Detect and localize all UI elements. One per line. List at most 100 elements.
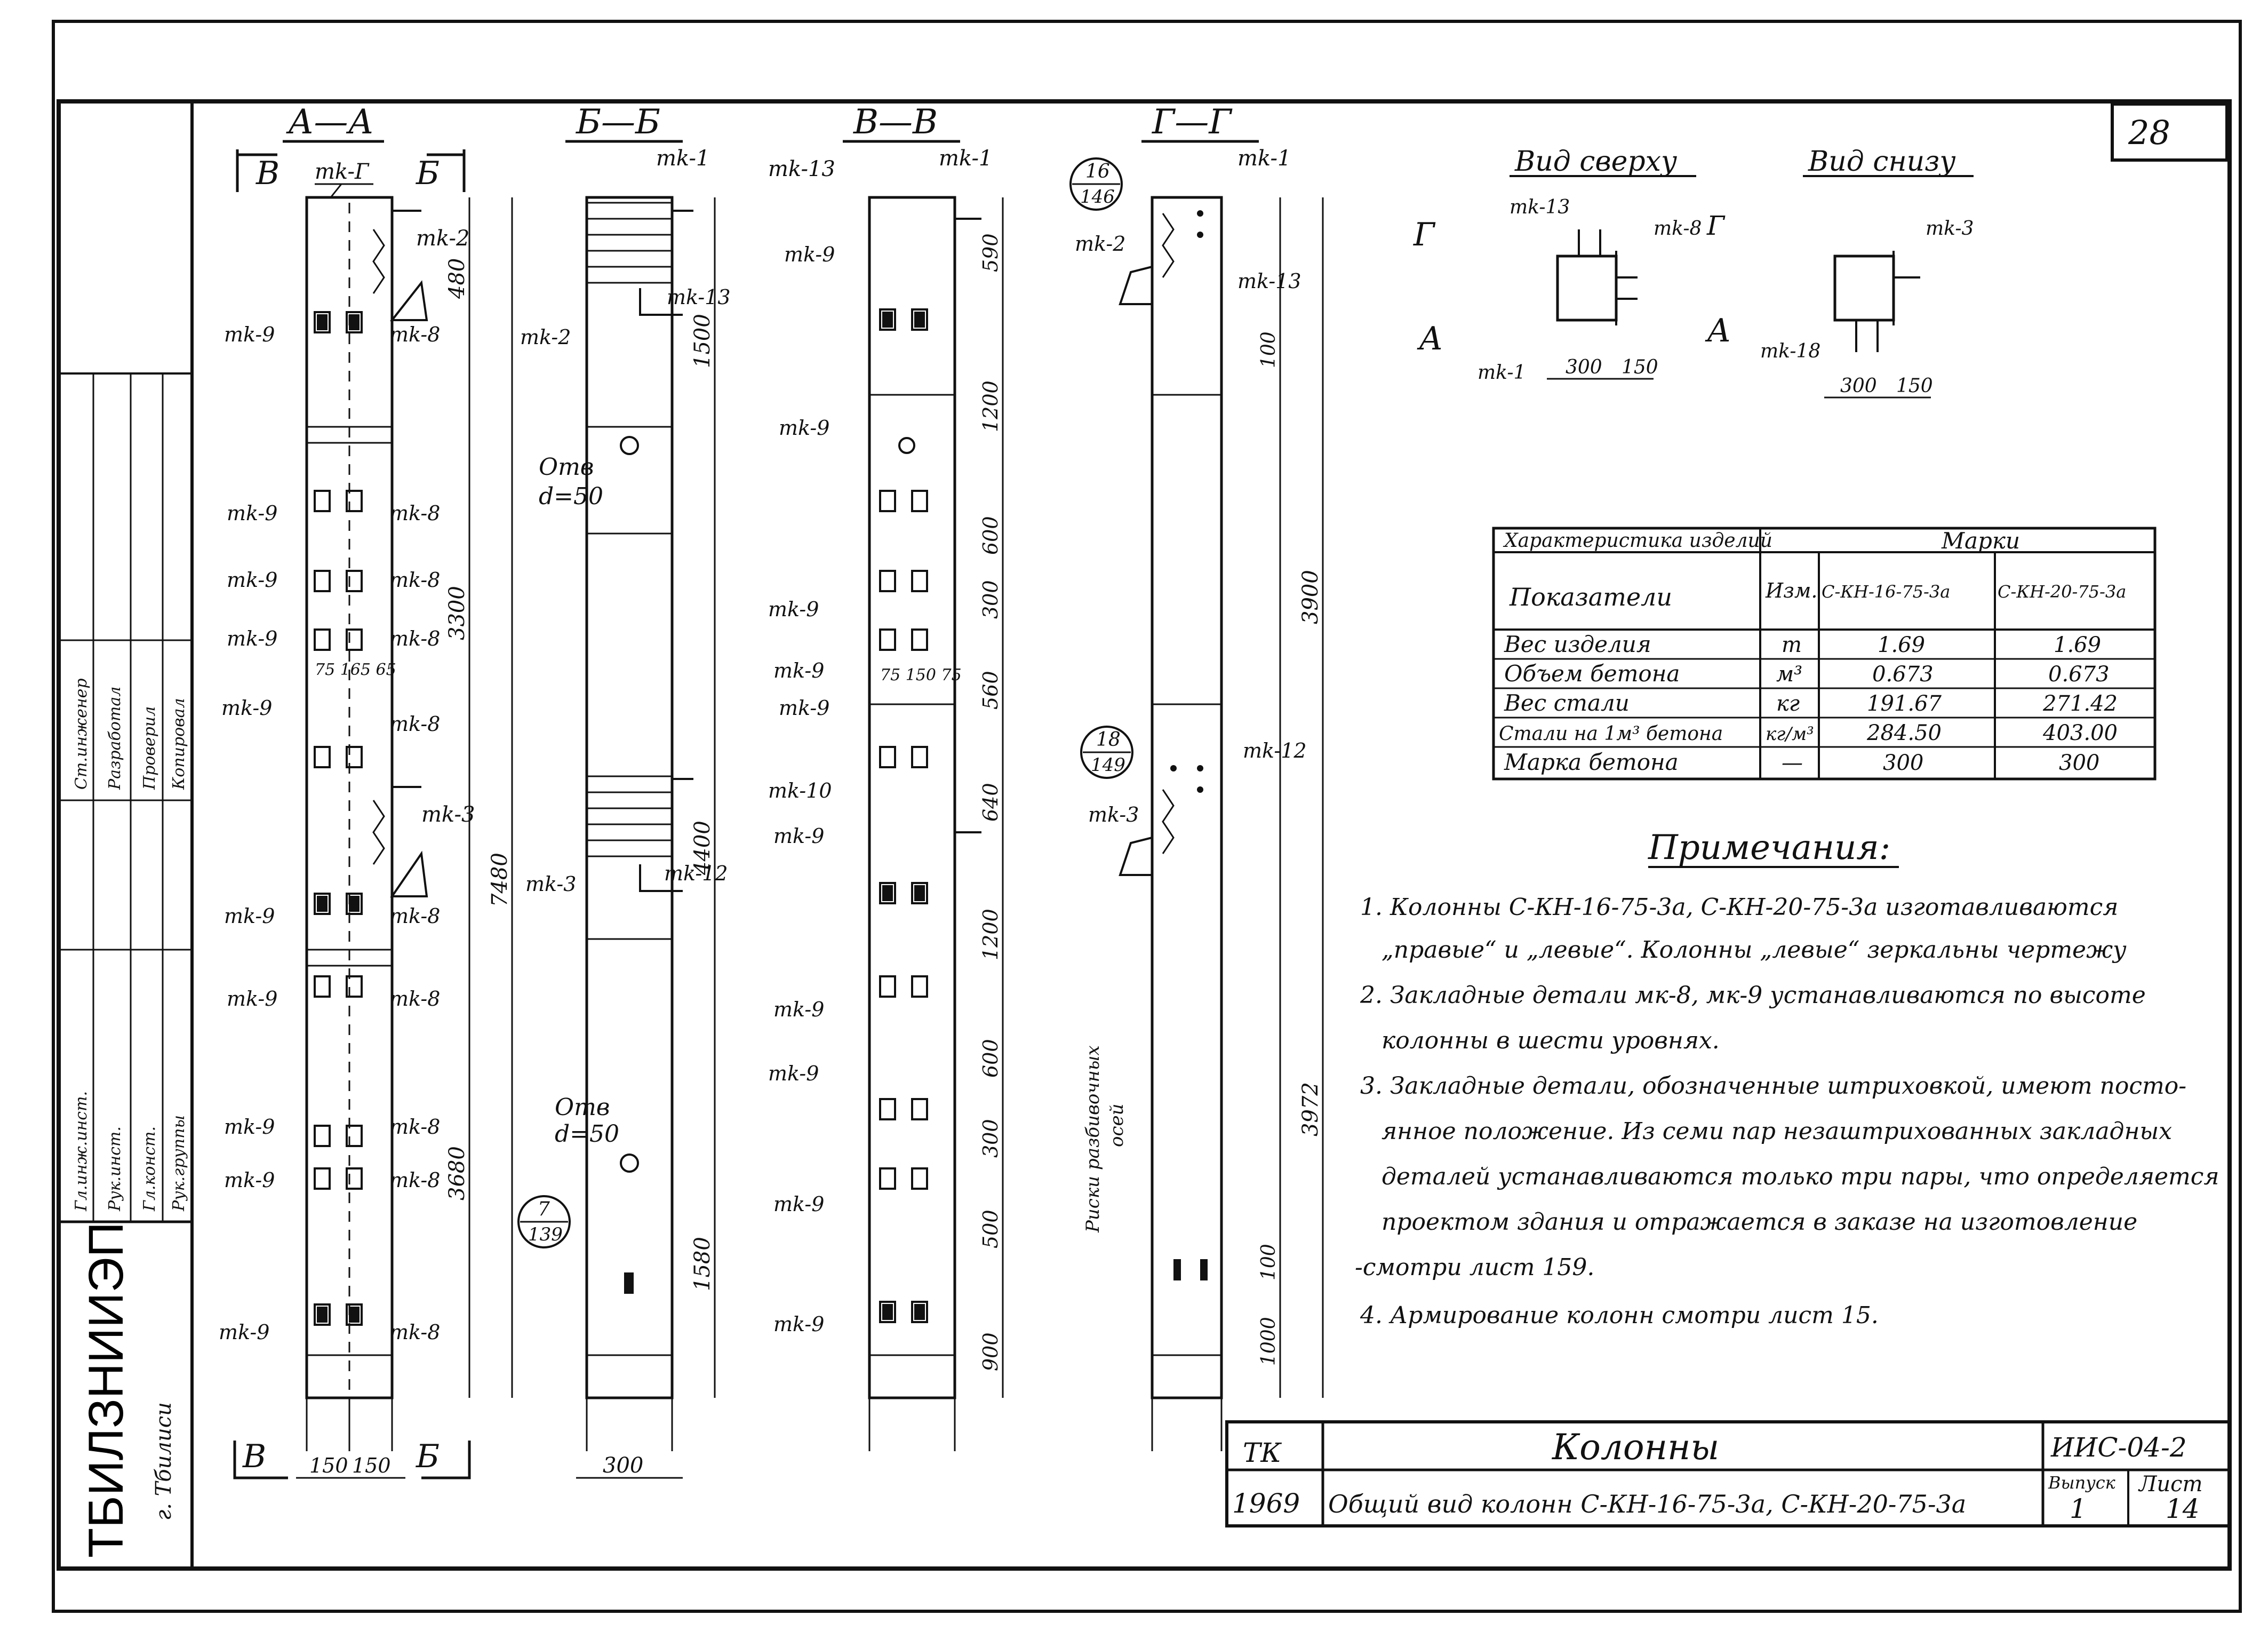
- vv-mk9-9: mk-9: [773, 1192, 824, 1216]
- title-issue-label: Выпуск: [2048, 1473, 2116, 1493]
- bb-dim-4400: 4400: [690, 821, 715, 876]
- row4-v2: 403.00: [2042, 721, 2118, 745]
- section-headers: А—А Б—Б В—В Г—Г: [283, 102, 1259, 143]
- vv-mk9-2: mk-9: [779, 416, 829, 440]
- row1-v1: 1.69: [1878, 633, 1925, 657]
- aa-mk9-7: mk-9: [227, 987, 277, 1011]
- vv-mk9-6: mk-9: [773, 824, 824, 848]
- axis-marks-note-2: осей: [1106, 1103, 1128, 1147]
- aa-dim-3300: 3300: [445, 586, 469, 640]
- vv-dim-300b: 300: [979, 1119, 1002, 1158]
- vv-mk9-3: mk-9: [768, 598, 819, 621]
- vv-dim-500: 500: [979, 1210, 1002, 1248]
- row3-param: Вес стали: [1504, 690, 1630, 716]
- column-aa: [305, 196, 428, 1451]
- callout-149: 149: [1091, 754, 1125, 776]
- vv-mk9-1: mk-9: [784, 243, 835, 266]
- gg-dim-100b: 100: [1258, 1244, 1280, 1280]
- top-a-left: А: [1417, 320, 1443, 357]
- aa-mk8-4: mk-8: [389, 627, 440, 650]
- note-line-9: -смотри лист 159.: [1355, 1254, 1594, 1281]
- bb-dim-1500: 1500: [690, 314, 715, 368]
- vv-mid-dims: 75 150 75: [880, 666, 962, 685]
- notes-title: Примечания:: [1648, 828, 1890, 868]
- bb-mk1-label: mk-1: [656, 146, 709, 171]
- row1-param: Вес изделия: [1504, 631, 1651, 657]
- sheet-corner-number: 28: [2128, 113, 2170, 152]
- top-dim-300: 300: [1566, 356, 1602, 378]
- vv-dim-600: 600: [979, 516, 1002, 555]
- section-title-gg: Г—Г: [1152, 102, 1233, 142]
- aa-mk9-10: mk-9: [219, 1320, 269, 1344]
- marker-b-top: Б: [416, 155, 440, 192]
- vv-mk9-8: mk-9: [768, 1062, 819, 1085]
- aa-mk9-2: mk-9: [227, 502, 277, 525]
- row4-unit: кг/м³: [1766, 723, 1814, 745]
- vv-dim-300: 300: [979, 580, 1002, 619]
- row5-param: Марка бетона: [1504, 749, 1679, 775]
- bb-dim-300: 300: [603, 1453, 643, 1478]
- aa-mk9-9: mk-9: [224, 1168, 275, 1192]
- aa-mk8-2: mk-8: [389, 502, 440, 525]
- title-issue: 1: [2070, 1493, 2087, 1524]
- aa-mk8-8: mk-8: [389, 1115, 440, 1139]
- aa-dim-7480: 7480: [488, 853, 512, 907]
- bb-hole-1-dia: d=50: [539, 483, 603, 510]
- marker-v-bottom: В: [242, 1438, 266, 1475]
- aa-bot-dim-1: 150: [309, 1454, 348, 1477]
- gg-mk12-label: mk-12: [1243, 739, 1307, 762]
- aa-mk9-1: mk-9: [224, 323, 275, 346]
- aa-mk9-3: mk-9: [227, 568, 277, 592]
- note-line-6: янное положение. Из семи пар незаштрихов…: [1381, 1118, 2172, 1145]
- bb-labels: mk-1 mk-13 mk-2 mk-3 mk-12 Отв d=50 Отв …: [517, 146, 731, 1479]
- aa-mk9-5: mk-9: [221, 696, 272, 720]
- title-year: 1969: [1232, 1488, 1300, 1519]
- aa-dim-3680: 3680: [445, 1146, 469, 1200]
- vv-dim-900: 900: [979, 1332, 1002, 1371]
- sheet-corner-box: [2111, 102, 2229, 162]
- title-block: ТК 1969 Колонны Общий вид колонн С-КН-16…: [1225, 1420, 2231, 1527]
- gg-dim-1000: 1000: [1258, 1317, 1280, 1366]
- callout-146: 146: [1080, 186, 1115, 208]
- note-line-4: колонны в шести уровнях.: [1381, 1027, 1720, 1054]
- aa-mk8-3: mk-8: [389, 568, 440, 592]
- gg-dim-3972: 3972: [1298, 1082, 1323, 1136]
- top-mk1: mk-1: [1478, 362, 1526, 384]
- bottom-dim-150: 150: [1896, 375, 1933, 397]
- stamp-role-4: Рук.группы: [170, 1115, 188, 1212]
- callout-18-149: [1080, 726, 1133, 779]
- title-sheet-label: Лист: [2138, 1472, 2202, 1497]
- aa-mk8-9: mk-8: [389, 1168, 440, 1192]
- bottom-dim-300: 300: [1840, 375, 1877, 397]
- vv-dim-1200b: 1200: [979, 909, 1002, 960]
- callout-16-146: [1069, 157, 1123, 211]
- bb-hole-2: Отв: [555, 1094, 610, 1121]
- vv-dim-1200: 1200: [979, 380, 1002, 432]
- table-col-m2: С-КН-20-75-3а: [1998, 582, 2126, 602]
- aa-mk8-7: mk-8: [389, 987, 440, 1011]
- vv-dim-590: 590: [979, 233, 1002, 272]
- vv-mk9-5: mk-9: [779, 696, 829, 720]
- note-line-7: деталей устанавливаются только три пары,…: [1381, 1163, 2219, 1190]
- row4-param: Стали на 1м³ бетона: [1499, 723, 1723, 745]
- bottom-mk18: mk-18: [1760, 340, 1820, 362]
- row2-v2: 0.673: [2048, 662, 2110, 687]
- stamp-role-3: Гл.конст.: [140, 1126, 159, 1212]
- callout-7: 7: [538, 1198, 550, 1220]
- stamp-role-8: Копировал: [170, 698, 188, 790]
- table-col-m1: С-КН-16-75-3а: [1822, 582, 1950, 602]
- title-name: Колонны: [1551, 1427, 1719, 1468]
- column-vv: [868, 196, 981, 1451]
- aa-mk3-label: mk-3: [421, 802, 475, 827]
- note-line-5: 3. Закладные детали, обозначенные штрихо…: [1360, 1072, 2186, 1100]
- stamp-role-5: Ст.инженер: [72, 678, 91, 790]
- vv-dim-640: 640: [979, 783, 1002, 822]
- vv-mk13-label: mk-13: [768, 157, 835, 181]
- vv-mk9-10: mk-9: [773, 1312, 824, 1336]
- row5-unit: —: [1782, 751, 1803, 775]
- title-tk: ТК: [1243, 1437, 1282, 1468]
- vv-mk9-7: mk-9: [773, 998, 824, 1021]
- aa-mk8-10: mk-8: [389, 1320, 440, 1344]
- table-col-unit: Изм.: [1765, 579, 1817, 602]
